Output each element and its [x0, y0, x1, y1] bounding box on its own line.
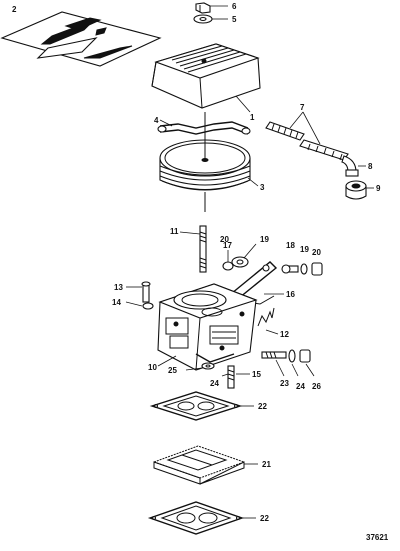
elbow-fitting: [341, 155, 359, 177]
callout-19a: 19: [260, 235, 269, 244]
callout-9: 9: [376, 184, 381, 193]
callout-11: 11: [170, 227, 179, 236]
small-washer: [201, 362, 215, 370]
carburetor: [157, 283, 258, 371]
callout-6: 6: [232, 2, 237, 11]
flame-arrestor-cover: [151, 43, 261, 109]
callout-labels: 6 5 2 1 7 4 8 3 9 11 20 17 19 18 19 20 1…: [12, 2, 389, 542]
lower-stud: [227, 365, 235, 389]
callout-16: 16: [286, 290, 295, 299]
callout-5: 5: [232, 15, 237, 24]
callout-14: 14: [112, 298, 121, 307]
wing-nut: [195, 2, 211, 14]
choke-spring: [257, 307, 275, 327]
callout-25: 25: [168, 366, 177, 375]
gasket-lower: [147, 501, 245, 535]
callout-10: 10: [148, 363, 157, 372]
callout-8: 8: [368, 162, 373, 171]
bracket: [157, 112, 251, 140]
callout-26: 26: [312, 382, 321, 391]
washer-set: [288, 349, 311, 363]
callout-7: 7: [300, 103, 305, 112]
callout-21: 21: [262, 460, 271, 469]
callout-24b: 24: [296, 382, 305, 391]
callout-22b: 22: [260, 514, 269, 523]
linkage-nut: [222, 256, 249, 271]
decal-sheet: [0, 11, 162, 67]
callout-1: 1: [250, 113, 255, 122]
washer: [193, 14, 213, 24]
spacer-plate: [152, 445, 246, 485]
flame-arrestor: [159, 139, 251, 212]
figure-number: 37621: [366, 533, 389, 542]
callout-3: 3: [260, 183, 265, 192]
idle-mixture-screw: [261, 351, 287, 359]
callout-4: 4: [154, 116, 159, 125]
callout-20b: 20: [312, 248, 321, 257]
callout-20a: 20: [220, 235, 229, 244]
mounting-screw: [141, 281, 154, 310]
gasket-upper: [149, 391, 243, 421]
ball-stud: [281, 262, 323, 276]
callout-24a: 24: [210, 379, 219, 388]
callout-18: 18: [286, 241, 295, 250]
carburetor-stud: [199, 225, 207, 273]
callout-22a: 22: [258, 402, 267, 411]
callout-12: 12: [280, 330, 289, 339]
callout-2: 2: [12, 5, 17, 14]
callout-17: 17: [223, 241, 232, 250]
vent-hose: [265, 121, 349, 161]
callout-19b: 19: [300, 245, 309, 254]
grommet: [345, 180, 367, 200]
callout-23: 23: [280, 379, 289, 388]
callout-15: 15: [252, 370, 261, 379]
callout-13: 13: [114, 283, 123, 292]
